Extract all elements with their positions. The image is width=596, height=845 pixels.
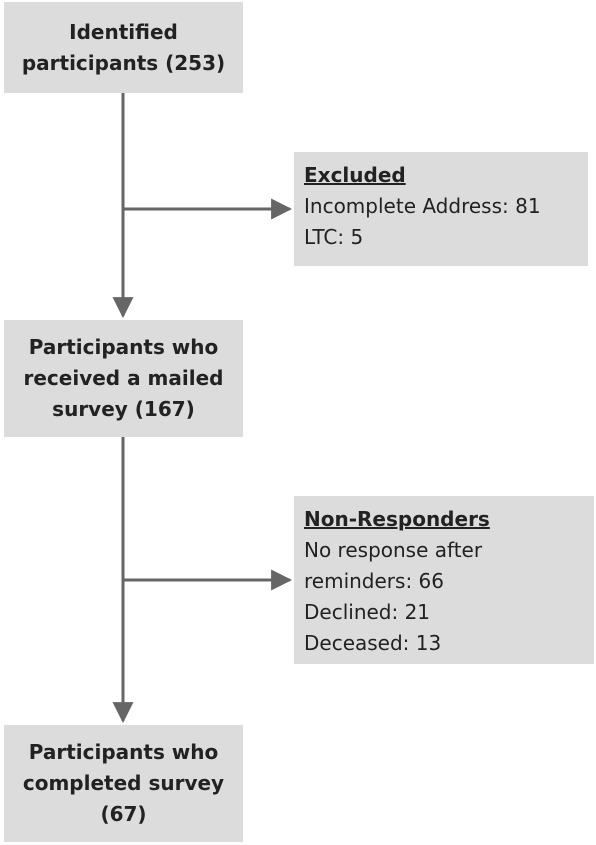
non-responders-reason: Declined: 21 [304, 600, 431, 624]
excluded-title: Excluded [304, 163, 406, 187]
non-responders-reason: reminders: 66 [304, 569, 444, 593]
excluded-reason: Incomplete Address: 81 [304, 194, 541, 218]
non-responders-reason: Deceased: 13 [304, 631, 442, 655]
node-non-responders: Non-Responders No response after reminde… [294, 496, 594, 664]
node-text-line: participants (253) [21, 50, 226, 75]
node-text-line: survey (167) [52, 397, 195, 421]
node-received-mailed-survey: Participants who received a mailed surve… [4, 320, 243, 437]
node-excluded: Excluded Incomplete Address: 81 LTC: 5 [294, 152, 588, 266]
node-identified-participants: Identified participants (253) [4, 2, 243, 93]
non-responders-title: Non-Responders [304, 507, 490, 531]
node-text-line: Participants who [28, 335, 219, 359]
excluded-reason: LTC: 5 [304, 225, 364, 249]
non-responders-reason: No response after [304, 538, 483, 562]
node-text-line: (67) [100, 802, 147, 826]
node-text-line: Identified [69, 19, 178, 44]
node-text-line: Participants who [28, 740, 219, 764]
node-completed-survey: Participants who completed survey (67) [4, 725, 243, 842]
node-text-line: received a mailed [23, 366, 224, 390]
node-text-line: completed survey [22, 771, 225, 795]
